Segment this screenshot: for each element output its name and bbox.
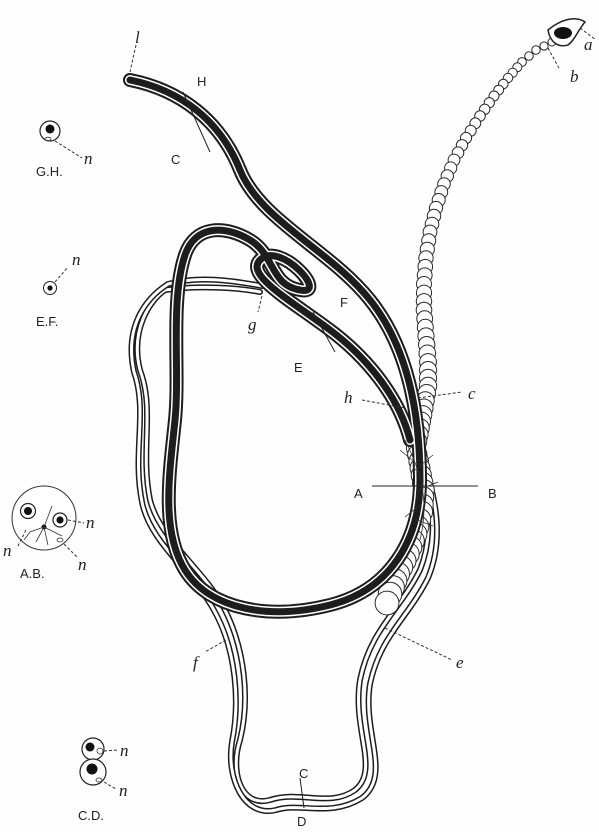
ab-nucleus-label-1: n (86, 513, 95, 532)
cd-nucleus-label-1: n (120, 741, 129, 760)
label-c: c (468, 384, 476, 403)
label-g: g (248, 315, 257, 334)
duct-bead (525, 52, 534, 61)
cd-nucleus-label-2: n (119, 781, 128, 800)
label-E: E (294, 360, 303, 375)
label-a: a (584, 35, 593, 54)
duct-bead (532, 46, 540, 54)
label-D: D (297, 814, 306, 829)
ef-caption: E.F. (36, 314, 58, 329)
cd-caption: C.D. (78, 808, 104, 823)
label-H: H (197, 74, 206, 89)
label-C-top: C (171, 152, 180, 167)
leader-b (548, 48, 560, 70)
label-B: B (488, 486, 497, 501)
cut-line-cd (300, 778, 304, 808)
terminal-bulb (548, 19, 585, 46)
label-F: F (340, 295, 348, 310)
duct-bead (375, 591, 399, 615)
label-e: e (456, 653, 464, 672)
gh-nucleus-label: n (84, 149, 93, 168)
label-f: f (193, 653, 200, 672)
leader-l (130, 45, 136, 72)
section-ab: n n n A.B. (3, 486, 95, 581)
duct-bead (540, 42, 548, 50)
ab-nucleus-label-3: n (78, 555, 87, 574)
leader-f (205, 640, 226, 652)
leader-g (258, 296, 262, 312)
label-A: A (354, 486, 363, 501)
label-b: b (570, 67, 579, 86)
ab-nucleus-label-2: n (3, 541, 12, 560)
label-C-bottom: C (299, 766, 308, 781)
section-ef: n E.F. (36, 250, 81, 329)
beaded-duct (375, 38, 556, 615)
ef-nucleus-label: n (72, 250, 81, 269)
label-l: l (135, 28, 140, 47)
gh-caption: G.H. (36, 164, 63, 179)
leader-e (385, 628, 452, 660)
section-cd: n n C.D. (78, 738, 129, 823)
ab-caption: A.B. (20, 566, 45, 581)
label-h: h (344, 388, 353, 407)
section-gh: n G.H. (36, 121, 93, 179)
